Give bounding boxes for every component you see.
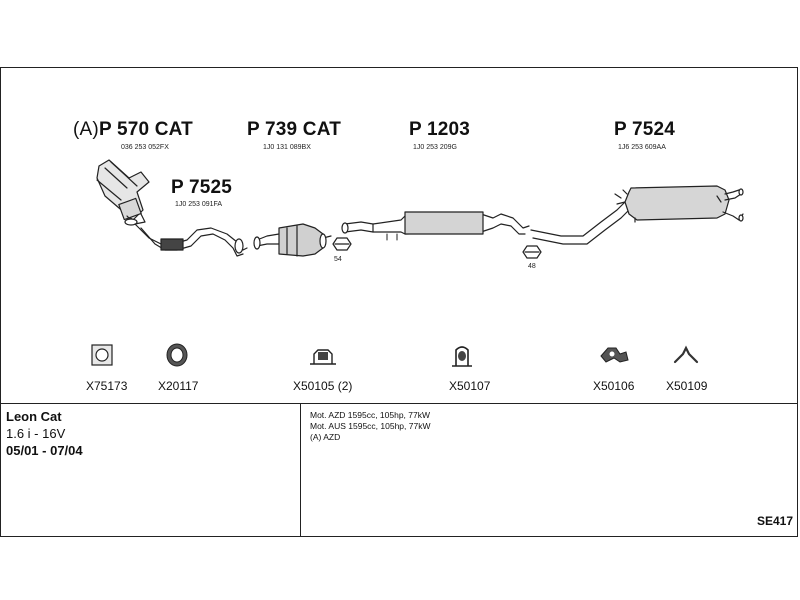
part-ref: 1J0 131 089BX bbox=[263, 144, 311, 151]
vehicle-info-panel: Leon Cat 1.6 i - 16V 05/01 - 07/04 bbox=[1, 403, 301, 536]
mounting-rubber-icon bbox=[310, 349, 336, 365]
part-ref: 036 253 052FX bbox=[121, 144, 169, 151]
accessory-code: X50106 bbox=[593, 379, 635, 393]
clamp-48 bbox=[522, 245, 542, 259]
accessory-code: X50105 (2) bbox=[293, 379, 353, 393]
part-ref: 1J0 253 091FA bbox=[175, 201, 223, 208]
clamp-number: 48 bbox=[528, 263, 536, 270]
clamp-number: 54 bbox=[334, 256, 342, 263]
vehicle-years: 05/01 - 07/04 bbox=[6, 443, 83, 458]
rear-muffler-part bbox=[530, 185, 744, 245]
vehicle-engine: 1.6 i - 16V bbox=[6, 426, 66, 441]
spec-line: (A) AZD bbox=[310, 432, 341, 442]
part-name: P 570 CAT bbox=[98, 119, 193, 140]
front-pipe-part bbox=[134, 223, 248, 257]
ring-seal-icon bbox=[166, 343, 188, 367]
hanger-icon bbox=[673, 345, 699, 364]
part-label-p739: P 739 CAT bbox=[247, 119, 342, 140]
manifold-catalyst-part bbox=[96, 159, 150, 226]
part-label-p7524: P 7524 bbox=[614, 119, 676, 140]
gasket-icon bbox=[91, 344, 113, 366]
part-label-p1203: P 1203 bbox=[409, 119, 471, 140]
exhaust-system-drawing bbox=[96, 159, 744, 259]
spec-line: Mot. AUS 1595cc, 105hp, 77kW bbox=[310, 421, 431, 431]
diagram-code: SE417 bbox=[756, 514, 793, 528]
part-label-p7525: P 7525 bbox=[171, 177, 233, 198]
part-ref: 1J0 253 209G bbox=[413, 144, 457, 151]
accessory-code: X20117 bbox=[158, 379, 199, 393]
spec-line: Mot. AZD 1595cc, 105hp, 77kW bbox=[310, 410, 431, 420]
diagram-frame: (A)P 570 CAT 036 253 052FX P 7525 1J0 25… bbox=[0, 67, 798, 537]
part-ref: 1J6 253 609AA bbox=[618, 144, 666, 151]
accessory-code: X50109 bbox=[666, 379, 708, 393]
prefix-a: (A) bbox=[73, 119, 99, 140]
mounting-clip-icon bbox=[600, 347, 629, 363]
part-label-p570: (A)P 570 CAT bbox=[73, 119, 193, 141]
engine-spec-panel: Mot. AZD 1595cc, 105hp, 77kW Mot. AUS 15… bbox=[301, 403, 797, 536]
accessory-code: X50107 bbox=[449, 379, 491, 393]
catalytic-converter-part bbox=[253, 223, 332, 257]
clamp-54 bbox=[332, 237, 352, 251]
vehicle-model: Leon Cat bbox=[6, 409, 62, 424]
center-pipe-part bbox=[341, 211, 530, 241]
hanger-bracket-icon bbox=[452, 346, 472, 367]
accessory-code: X75173 bbox=[86, 379, 128, 393]
